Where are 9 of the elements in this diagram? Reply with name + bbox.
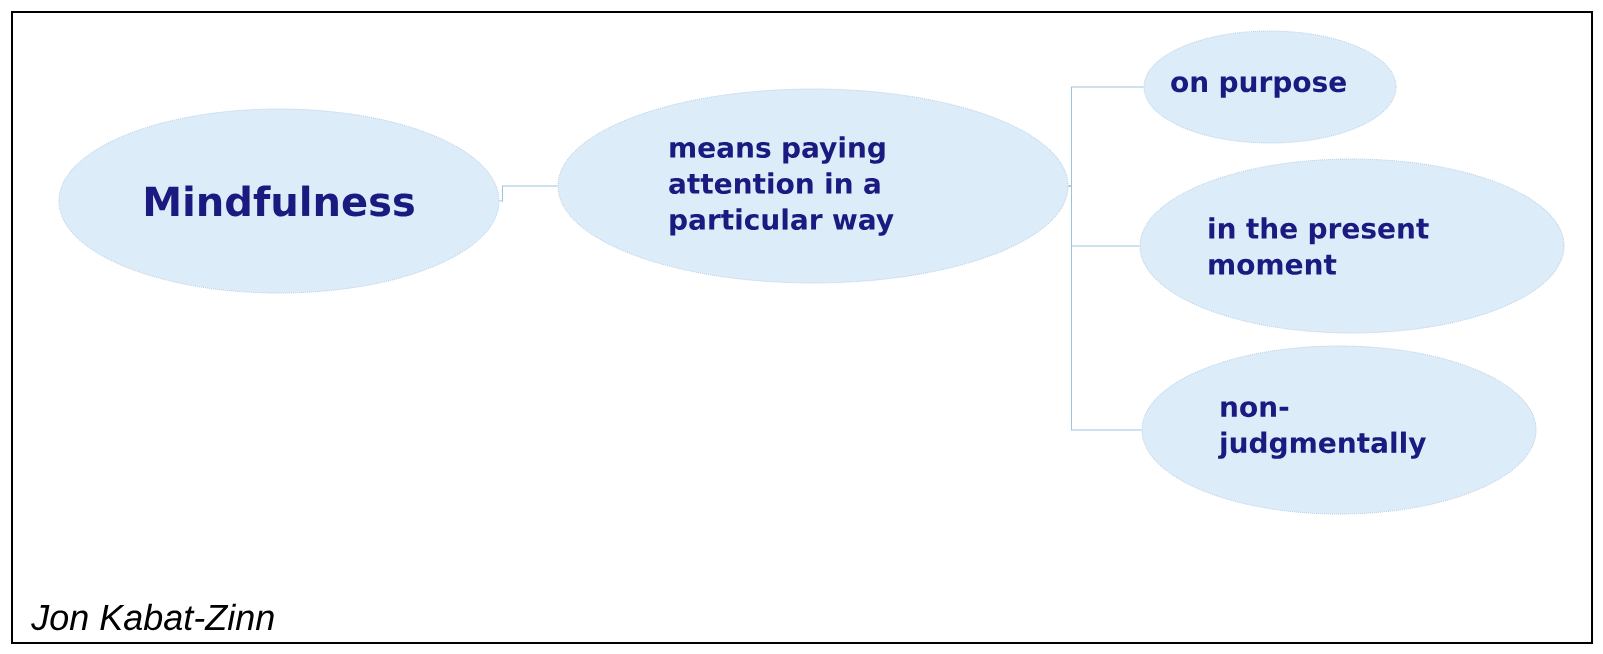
ellipse-node: in the present moment	[1139, 158, 1565, 334]
ellipse-node: means paying attention in a particular way	[557, 88, 1069, 284]
author-name: Jon Kabat-Zinn	[31, 603, 274, 631]
ellipse-node: non-judgmentally	[1141, 345, 1537, 515]
connector-line	[1068, 86, 1144, 187]
ellipse-node: on purpose	[1143, 30, 1397, 144]
connector-line	[1068, 185, 1142, 431]
ellipse-node: Mindfulness	[58, 108, 500, 294]
connector-line	[499, 185, 558, 202]
